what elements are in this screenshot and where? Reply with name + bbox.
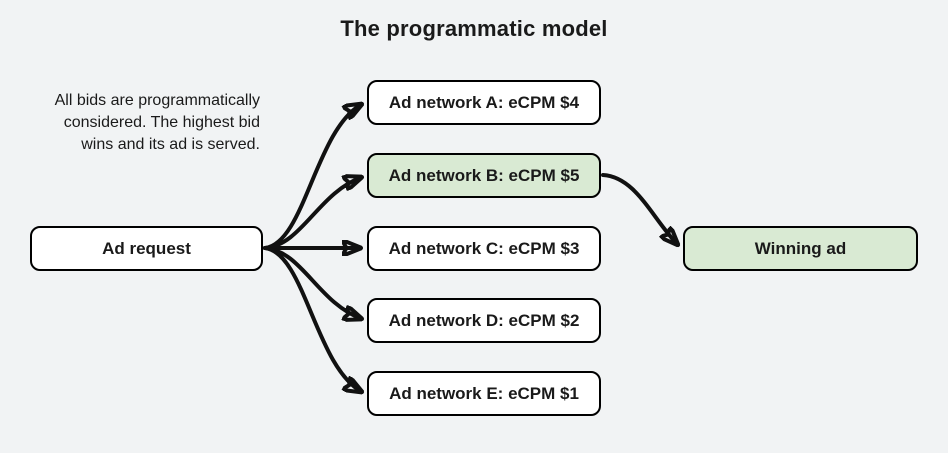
node-ad-network-c: Ad network C: eCPM $3 xyxy=(367,226,601,271)
arrow-request-to-network-e-icon xyxy=(263,246,362,392)
node-winning-ad-label: Winning ad xyxy=(754,238,847,258)
arrow-request-to-network-a-icon xyxy=(263,104,362,250)
arrow-request-to-network-b-icon xyxy=(263,177,362,250)
description-line-2: considered. The highest bid xyxy=(63,114,260,131)
node-ad-network-d: Ad network D: eCPM $2 xyxy=(367,298,601,343)
node-ad-network-c-label: Ad network C: eCPM $3 xyxy=(388,238,580,258)
node-ad-network-d-label: Ad network D: eCPM $2 xyxy=(388,310,580,330)
node-winning-ad: Winning ad xyxy=(683,226,918,271)
arrow-request-to-network-d-icon xyxy=(263,246,362,319)
node-ad-request-label: Ad request xyxy=(102,238,191,258)
node-ad-network-e: Ad network E: eCPM $1 xyxy=(367,371,601,416)
node-ad-request: Ad request xyxy=(30,226,263,271)
node-ad-network-b: Ad network B: eCPM $5 xyxy=(367,153,601,198)
node-ad-network-e-label: Ad network E: eCPM $1 xyxy=(389,383,579,403)
description-text: All bids are programmatically considered… xyxy=(14,90,260,156)
description-line-3: wins and its ad is served. xyxy=(81,136,260,153)
node-ad-network-b-label: Ad network B: eCPM $5 xyxy=(388,165,580,185)
node-ad-network-a-label: Ad network A: eCPM $4 xyxy=(388,92,580,112)
arrow-network-b-to-winning-ad-icon xyxy=(601,173,678,245)
diagram-title: The programmatic model xyxy=(340,16,608,41)
description-line-1: All bids are programmatically xyxy=(54,92,260,109)
node-ad-network-a: Ad network A: eCPM $4 xyxy=(367,80,601,125)
